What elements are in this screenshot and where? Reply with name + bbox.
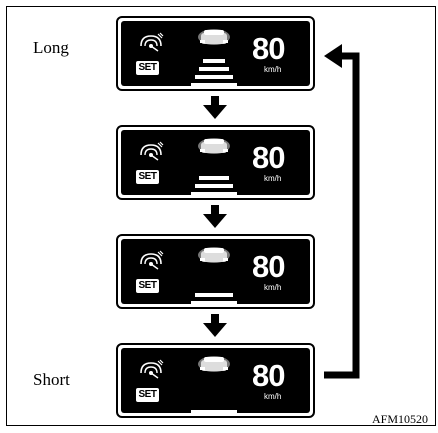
distance-display-middle: SET 80 km/h bbox=[116, 125, 315, 200]
gap-bar bbox=[195, 184, 233, 188]
distance-display-short: SET 80 km/h bbox=[116, 343, 315, 418]
set-speed: 80 bbox=[252, 249, 285, 284]
display-screen: SET 80 km/h bbox=[121, 21, 310, 86]
label-long: Long bbox=[33, 38, 69, 57]
distance-display-long: SET 80 km/h bbox=[116, 16, 315, 91]
road-gap-icon bbox=[191, 29, 237, 86]
gap-bar bbox=[195, 75, 233, 79]
gap-bar bbox=[191, 301, 237, 304]
radar-sensor-icon bbox=[140, 141, 164, 161]
set-badge: SET bbox=[136, 170, 159, 184]
distance-display-short-2: SET 80 km/h bbox=[116, 234, 315, 309]
speed-unit: km/h bbox=[264, 392, 282, 401]
set-badge: SET bbox=[136, 279, 159, 293]
figure-code: AFM10520 bbox=[372, 412, 429, 426]
down-arrow-icon bbox=[203, 314, 227, 337]
speed-unit: km/h bbox=[264, 65, 282, 74]
label-short: Short bbox=[33, 370, 70, 389]
set-speed: 80 bbox=[252, 358, 285, 393]
display-screen: SET 80 km/h bbox=[121, 348, 310, 413]
speed-unit: km/h bbox=[264, 283, 282, 292]
radar-sensor-icon bbox=[140, 359, 164, 379]
down-arrow-icon bbox=[203, 96, 227, 119]
display-screen: SET 80 km/h bbox=[121, 239, 310, 304]
radar-sensor-icon bbox=[140, 32, 164, 52]
set-speed: 80 bbox=[252, 140, 285, 175]
down-arrow-icon bbox=[203, 205, 227, 228]
gap-bar bbox=[199, 176, 229, 180]
gap-bar bbox=[191, 192, 237, 195]
gap-bar bbox=[203, 59, 225, 63]
set-badge: SET bbox=[136, 61, 159, 75]
road-gap-icon bbox=[191, 356, 237, 413]
gap-bar bbox=[191, 410, 237, 413]
gap-bar bbox=[195, 293, 233, 297]
speed-unit: km/h bbox=[264, 174, 282, 183]
set-speed: 80 bbox=[252, 31, 285, 66]
road-gap-icon bbox=[191, 247, 237, 304]
radar-sensor-icon bbox=[140, 250, 164, 270]
road-gap-icon bbox=[191, 138, 237, 195]
gap-bar bbox=[199, 67, 229, 71]
set-badge: SET bbox=[136, 388, 159, 402]
gap-bar bbox=[191, 83, 237, 86]
display-screen: SET 80 km/h bbox=[121, 130, 310, 195]
